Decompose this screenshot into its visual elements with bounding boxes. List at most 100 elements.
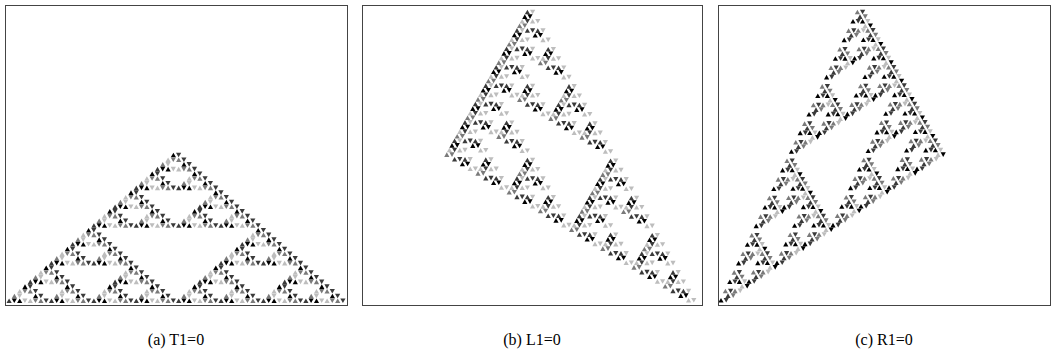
tile-triangle <box>54 256 59 261</box>
tile-triangle <box>171 157 176 162</box>
tile-triangle <box>935 143 940 148</box>
tile-triangle <box>883 111 888 116</box>
tile-triangle <box>631 265 636 270</box>
tile-triangle <box>70 284 75 289</box>
tile-triangle <box>530 19 535 24</box>
tile-triangle <box>877 185 882 190</box>
tile-triangle <box>892 185 897 190</box>
tile-triangle <box>155 172 160 177</box>
tile-triangle <box>22 298 27 303</box>
tile-triangle <box>678 293 683 298</box>
tile-triangle <box>745 242 750 247</box>
tile-triangle <box>741 261 746 266</box>
tile-triangle <box>522 14 527 19</box>
tile-triangle <box>798 131 803 136</box>
tile-triangle <box>475 106 480 111</box>
tile-triangle <box>208 270 213 275</box>
tile-triangle <box>272 289 277 294</box>
tile-triangle <box>293 298 298 303</box>
tile-triangle <box>123 223 128 228</box>
tile-triangle <box>846 28 851 33</box>
tile-triangle <box>676 279 681 284</box>
tile-triangle <box>864 204 869 209</box>
tile-triangle <box>197 209 202 214</box>
tile-triangle <box>229 294 234 299</box>
tile-triangle <box>134 298 139 303</box>
tile-triangle <box>81 261 86 266</box>
tile-triangle <box>911 143 916 148</box>
tile-triangle <box>160 181 165 186</box>
tile-triangle <box>65 298 70 303</box>
tile-triangle <box>844 204 849 209</box>
tile-triangle <box>75 242 80 247</box>
tile-triangle <box>250 298 255 303</box>
tile-triangle <box>60 280 65 285</box>
tile-triangle <box>776 177 781 182</box>
tile-triangle <box>287 280 292 285</box>
tile-triangle <box>836 121 841 126</box>
tile-triangle <box>473 120 478 125</box>
tile-triangle <box>778 182 783 187</box>
tile-triangle <box>107 284 112 289</box>
tile-triangle <box>850 213 855 218</box>
tile-triangle <box>509 185 514 190</box>
tile-triangle <box>639 270 644 275</box>
tile-triangle <box>745 284 750 289</box>
tile-triangle <box>282 289 287 294</box>
tile-triangle <box>608 159 613 164</box>
tile-triangle <box>899 88 904 93</box>
tile-triangle <box>525 185 530 190</box>
tile-triangle <box>788 242 793 247</box>
tile-triangle <box>303 298 308 303</box>
tile-triangle <box>634 196 639 201</box>
tile-triangle <box>871 148 876 153</box>
tile-triangle <box>922 129 927 134</box>
tile-triangle <box>514 185 519 190</box>
tile-triangle <box>271 237 276 242</box>
tile-triangle <box>208 223 213 228</box>
tile-triangle <box>756 270 761 275</box>
tile-triangle <box>250 256 255 261</box>
tile-triangle <box>803 191 808 196</box>
tile-triangle <box>869 172 874 177</box>
tile-triangle <box>176 167 181 172</box>
tile-triangle <box>187 167 192 172</box>
tile-triangle <box>81 233 86 238</box>
tile-triangle <box>525 10 530 15</box>
tile-triangle <box>75 294 80 299</box>
tile-triangle <box>155 186 160 191</box>
tile-triangle <box>874 172 879 177</box>
tile-triangle <box>793 233 798 238</box>
tile-triangle <box>481 97 486 102</box>
tile-triangle <box>790 159 795 164</box>
tile-triangle <box>134 280 139 285</box>
tile-triangle <box>743 256 748 261</box>
tile-triangle <box>261 242 266 247</box>
tile-triangle <box>863 84 868 89</box>
tile-triangle <box>906 176 911 181</box>
tile-triangle <box>465 125 470 130</box>
tile-triangle <box>806 214 811 219</box>
tile-triangle <box>240 284 245 289</box>
tile-triangle <box>277 261 282 266</box>
tile-triangle <box>611 200 616 205</box>
tile-triangle <box>860 19 865 24</box>
tile-triangle <box>810 205 815 210</box>
tile-triangle <box>266 233 271 238</box>
tile-triangle <box>802 242 807 247</box>
tile-triangle <box>613 196 618 201</box>
tile-triangle <box>525 176 530 181</box>
tile-triangle <box>742 279 747 284</box>
tile-triangle <box>543 61 548 66</box>
tile-triangle <box>574 228 579 233</box>
tile-triangle <box>941 152 946 157</box>
tile-triangle <box>608 233 613 238</box>
tile-triangle <box>881 47 886 52</box>
tile-triangle <box>97 219 102 224</box>
tile-triangle <box>504 74 509 79</box>
tile-triangle <box>478 139 483 144</box>
tile-triangle <box>866 47 871 52</box>
tile-triangle <box>572 121 577 126</box>
tile-triangle <box>150 204 155 209</box>
